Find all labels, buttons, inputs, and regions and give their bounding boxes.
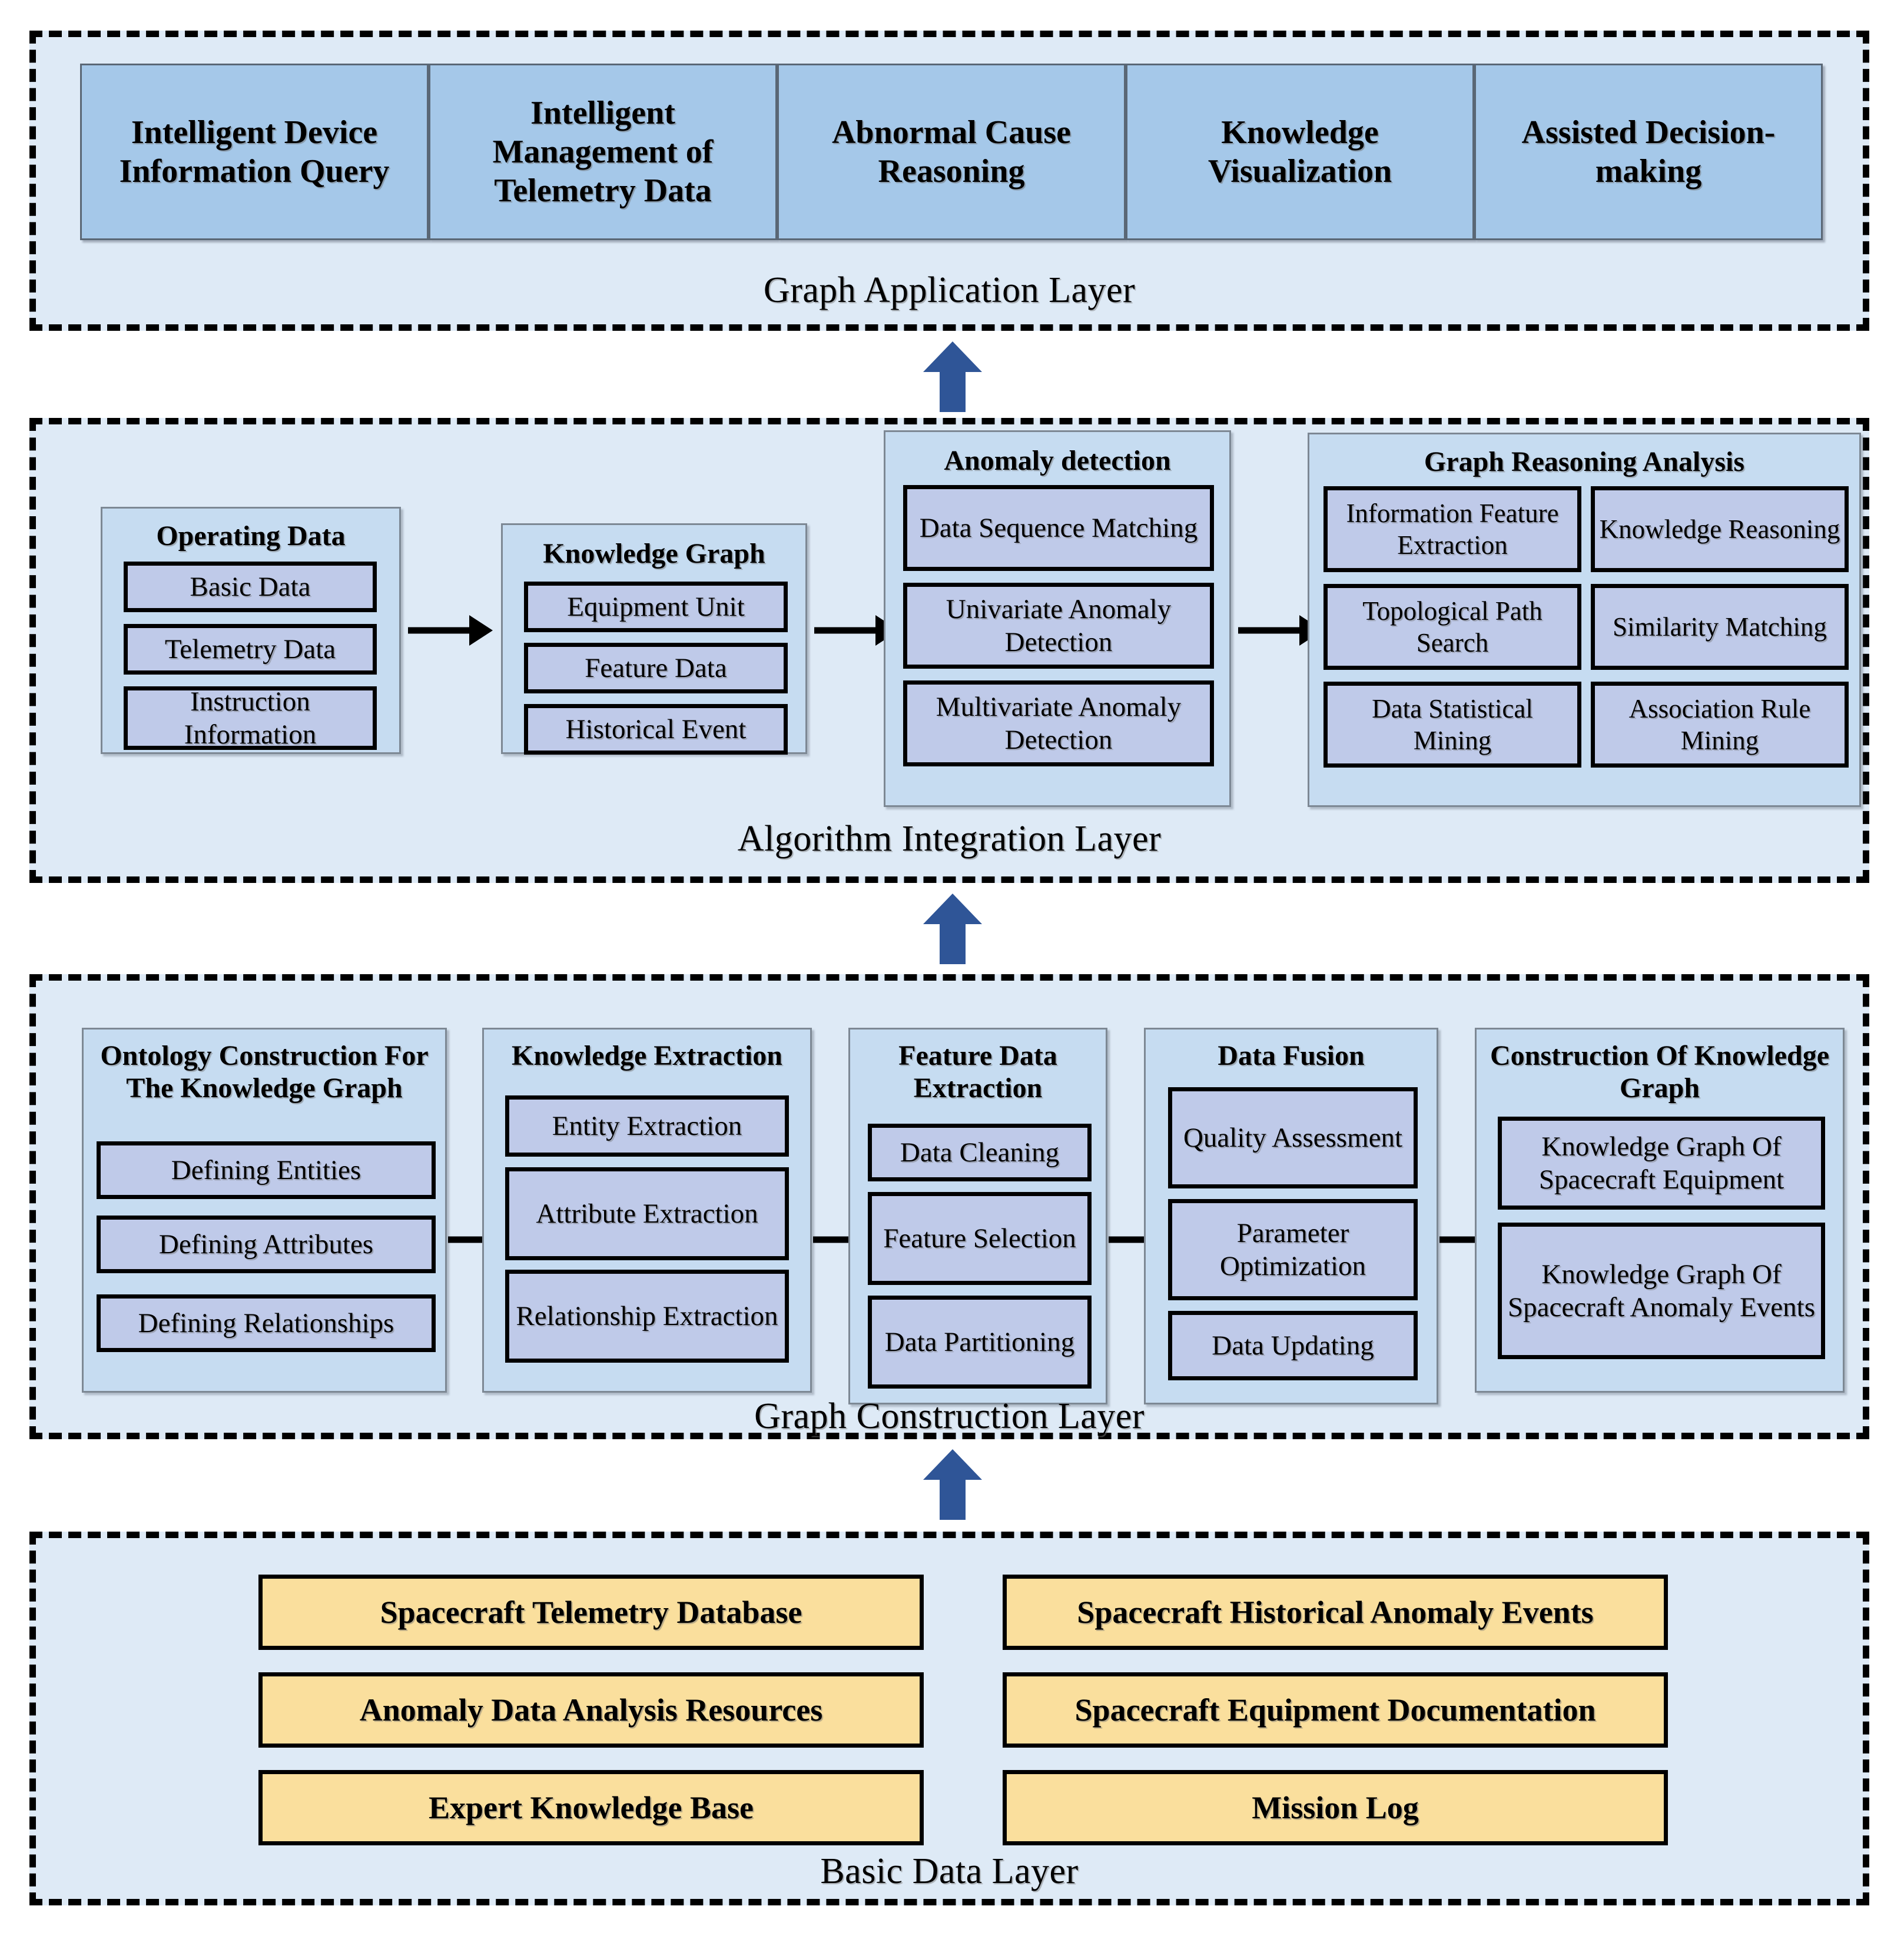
- leaf-knowledge-graph-of-spacecraft-anomaly-events[interactable]: Knowledge Graph Of Spacecraft Anomaly Ev…: [1498, 1223, 1825, 1359]
- leaf-defining-relationships[interactable]: Defining Relationships: [97, 1294, 436, 1352]
- algorithm-integration-layer-label: Algorithm Integration Layer: [737, 819, 1162, 859]
- basic-box-spacecraft-telemetry-database[interactable]: Spacecraft Telemetry Database: [258, 1575, 924, 1650]
- application-box-row: Intelligent Device Information Query Int…: [80, 64, 1823, 240]
- graph-construction-layer-label: Graph Construction Layer: [754, 1396, 1145, 1436]
- group-construction-of-knowledge-graph-title: Construction Of Knowledge Graph: [1490, 1040, 1829, 1104]
- leaf-similarity-matching[interactable]: Similarity Matching: [1591, 584, 1849, 670]
- leaf-multivariate-anomaly-detection[interactable]: Multivariate Anomaly Detection: [903, 680, 1214, 766]
- leaf-association-rule-mining[interactable]: Association Rule Mining: [1591, 682, 1849, 768]
- app-box-abnormal-cause-reasoning[interactable]: Abnormal Cause Reasoning: [777, 64, 1126, 240]
- graph-application-layer: Intelligent Device Information Query Int…: [29, 31, 1869, 331]
- leaf-knowledge-graph-of-spacecraft-equipment[interactable]: Knowledge Graph Of Spacecraft Equipment: [1498, 1117, 1825, 1210]
- group-knowledge-graph: Knowledge Graph Equipment Unit Feature D…: [501, 523, 807, 755]
- leaf-attribute-extraction[interactable]: Attribute Extraction: [505, 1167, 789, 1260]
- leaf-defining-entities[interactable]: Defining Entities: [97, 1141, 436, 1199]
- leaf-information-feature-extraction[interactable]: Information Feature Extraction: [1323, 486, 1581, 572]
- group-anomaly-detection: Anomaly detection Data Sequence Matching…: [884, 430, 1231, 807]
- leaf-parameter-optimization[interactable]: Parameter Optimization: [1168, 1199, 1418, 1300]
- basic-box-spacecraft-historical-anomaly-events[interactable]: Spacecraft Historical Anomaly Events: [1003, 1575, 1668, 1650]
- app-box-intelligent-device-information-query[interactable]: Intelligent Device Information Query: [80, 64, 429, 240]
- group-feature-data-extraction-title: Feature Data Extraction: [898, 1040, 1057, 1104]
- leaf-knowledge-reasoning[interactable]: Knowledge Reasoning: [1591, 486, 1849, 572]
- group-operating-data-title: Operating Data: [156, 520, 346, 552]
- graph-application-layer-label: Graph Application Layer: [763, 270, 1136, 310]
- group-operating-data: Operating Data Basic Data Telemetry Data…: [101, 507, 401, 754]
- group-knowledge-extraction-title: Knowledge Extraction: [512, 1040, 782, 1071]
- group-knowledge-extraction: Knowledge Extraction Entity Extraction A…: [482, 1028, 812, 1393]
- group-data-fusion-title: Data Fusion: [1218, 1040, 1365, 1071]
- group-ontology-construction: Ontology Construction For The Knowledge …: [82, 1028, 447, 1393]
- leaf-instruction-information[interactable]: Instruction Information: [124, 686, 377, 750]
- leaf-feature-selection[interactable]: Feature Selection: [868, 1192, 1092, 1285]
- group-ontology-construction-title: Ontology Construction For The Knowledge …: [100, 1040, 429, 1104]
- up-arrow-basic-to-construction: [923, 1449, 982, 1520]
- basic-data-layer: Spacecraft Telemetry Database Anomaly Da…: [29, 1532, 1869, 1905]
- leaf-basic-data[interactable]: Basic Data: [124, 562, 377, 612]
- app-box-intelligent-management-of-telemetry-data[interactable]: Intelligent Management of Telemetry Data: [429, 64, 777, 240]
- leaf-entity-extraction[interactable]: Entity Extraction: [505, 1095, 789, 1157]
- group-data-fusion: Data Fusion Quality Assessment Parameter…: [1144, 1028, 1438, 1404]
- group-knowledge-graph-title: Knowledge Graph: [543, 538, 765, 569]
- leaf-quality-assessment[interactable]: Quality Assessment: [1168, 1087, 1418, 1188]
- leaf-topological-path-search[interactable]: Topological Path Search: [1323, 584, 1581, 670]
- group-graph-reasoning-analysis: Graph Reasoning Analysis Information Fea…: [1308, 433, 1861, 807]
- group-graph-reasoning-analysis-title: Graph Reasoning Analysis: [1424, 446, 1745, 477]
- leaf-data-partitioning[interactable]: Data Partitioning: [868, 1296, 1092, 1389]
- basic-data-layer-label: Basic Data Layer: [820, 1851, 1079, 1891]
- leaf-data-statistical-mining[interactable]: Data Statistical Mining: [1323, 682, 1581, 768]
- leaf-equipment-unit[interactable]: Equipment Unit: [524, 582, 788, 632]
- leaf-data-sequence-matching[interactable]: Data Sequence Matching: [903, 485, 1214, 571]
- up-arrow-algorithm-to-application: [923, 341, 982, 412]
- app-box-knowledge-visualization[interactable]: Knowledge Visualization: [1126, 64, 1474, 240]
- basic-box-expert-knowledge-base[interactable]: Expert Knowledge Base: [258, 1770, 924, 1845]
- basic-box-mission-log[interactable]: Mission Log: [1003, 1770, 1668, 1845]
- group-feature-data-extraction: Feature Data Extraction Data Cleaning Fe…: [848, 1028, 1107, 1404]
- leaf-univariate-anomaly-detection[interactable]: Univariate Anomaly Detection: [903, 583, 1214, 669]
- graph-construction-layer: Ontology Construction For The Knowledge …: [29, 974, 1869, 1439]
- leaf-historical-event[interactable]: Historical Event: [524, 704, 788, 755]
- app-box-assisted-decision-making[interactable]: Assisted Decision-making: [1474, 64, 1823, 240]
- leaf-data-cleaning[interactable]: Data Cleaning: [868, 1124, 1092, 1181]
- leaf-relationship-extraction[interactable]: Relationship Extraction: [505, 1270, 789, 1363]
- algorithm-integration-layer: Operating Data Basic Data Telemetry Data…: [29, 418, 1869, 883]
- group-construction-of-knowledge-graph: Construction Of Knowledge Graph Knowledg…: [1475, 1028, 1845, 1393]
- group-anomaly-detection-title: Anomaly detection: [944, 445, 1171, 476]
- basic-box-spacecraft-equipment-documentation[interactable]: Spacecraft Equipment Documentation: [1003, 1672, 1668, 1748]
- leaf-defining-attributes[interactable]: Defining Attributes: [97, 1216, 436, 1273]
- up-arrow-construction-to-algorithm: [923, 894, 982, 964]
- basic-box-anomaly-data-analysis-resources[interactable]: Anomaly Data Analysis Resources: [258, 1672, 924, 1748]
- leaf-data-updating[interactable]: Data Updating: [1168, 1311, 1418, 1380]
- leaf-telemetry-data[interactable]: Telemetry Data: [124, 624, 377, 675]
- leaf-feature-data[interactable]: Feature Data: [524, 643, 788, 693]
